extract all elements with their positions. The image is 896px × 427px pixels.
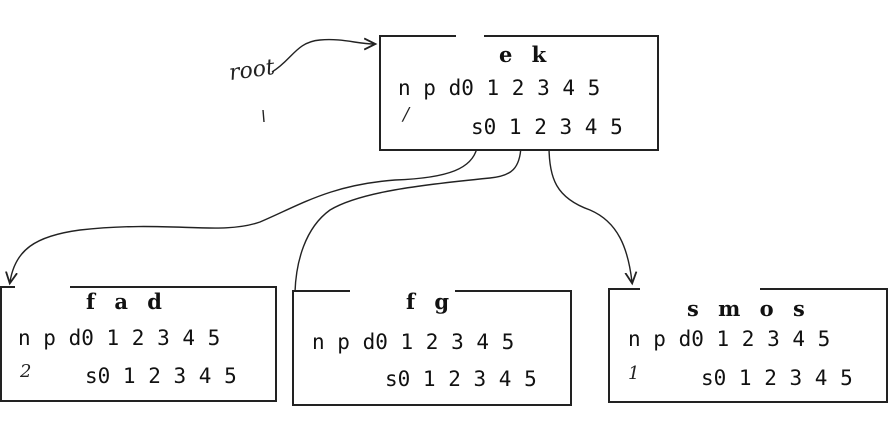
root-pointer-arrow <box>271 40 374 73</box>
root-node-row2: s0 1 2 3 4 5 <box>471 115 623 139</box>
child-node-fad-mark: 2 <box>20 361 32 382</box>
child-node-fad-gap <box>15 284 70 288</box>
edge-to-child-smos <box>548 145 632 282</box>
root-node-gap <box>456 33 484 37</box>
child-node-smos-gap <box>640 286 760 290</box>
child-node-smos-row1: n p d0 1 2 3 4 5 <box>628 327 831 351</box>
child-node-smos-row2: s0 1 2 3 4 5 <box>701 366 853 390</box>
root-node-keys: e k <box>499 42 553 67</box>
edge-to-child-fad <box>10 147 478 282</box>
child-node-fg-keys: f g <box>406 289 456 314</box>
child-node-smos-keys: s m o s <box>687 296 811 321</box>
child-node-smos <box>608 288 888 403</box>
child-node-fad-row1: n p d0 1 2 3 4 5 <box>18 326 221 350</box>
child-node-fad <box>0 286 277 402</box>
child-node-fg-row1: n p d0 1 2 3 4 5 <box>312 330 515 354</box>
root-tick-mark <box>262 109 265 123</box>
root-node <box>379 35 659 151</box>
child-node-fad-keys: f a d <box>86 289 168 314</box>
root-node-mark: / <box>403 104 410 125</box>
child-node-fg-row2: s0 1 2 3 4 5 <box>385 367 537 391</box>
child-node-fg-gap <box>350 288 455 292</box>
edge-to-child-fg <box>294 145 522 293</box>
child-node-smos-mark: 1 <box>628 363 640 384</box>
child-node-fg <box>292 290 572 406</box>
root-node-row1: n p d0 1 2 3 4 5 <box>398 76 601 100</box>
child-node-fad-row2: s0 1 2 3 4 5 <box>85 364 237 388</box>
